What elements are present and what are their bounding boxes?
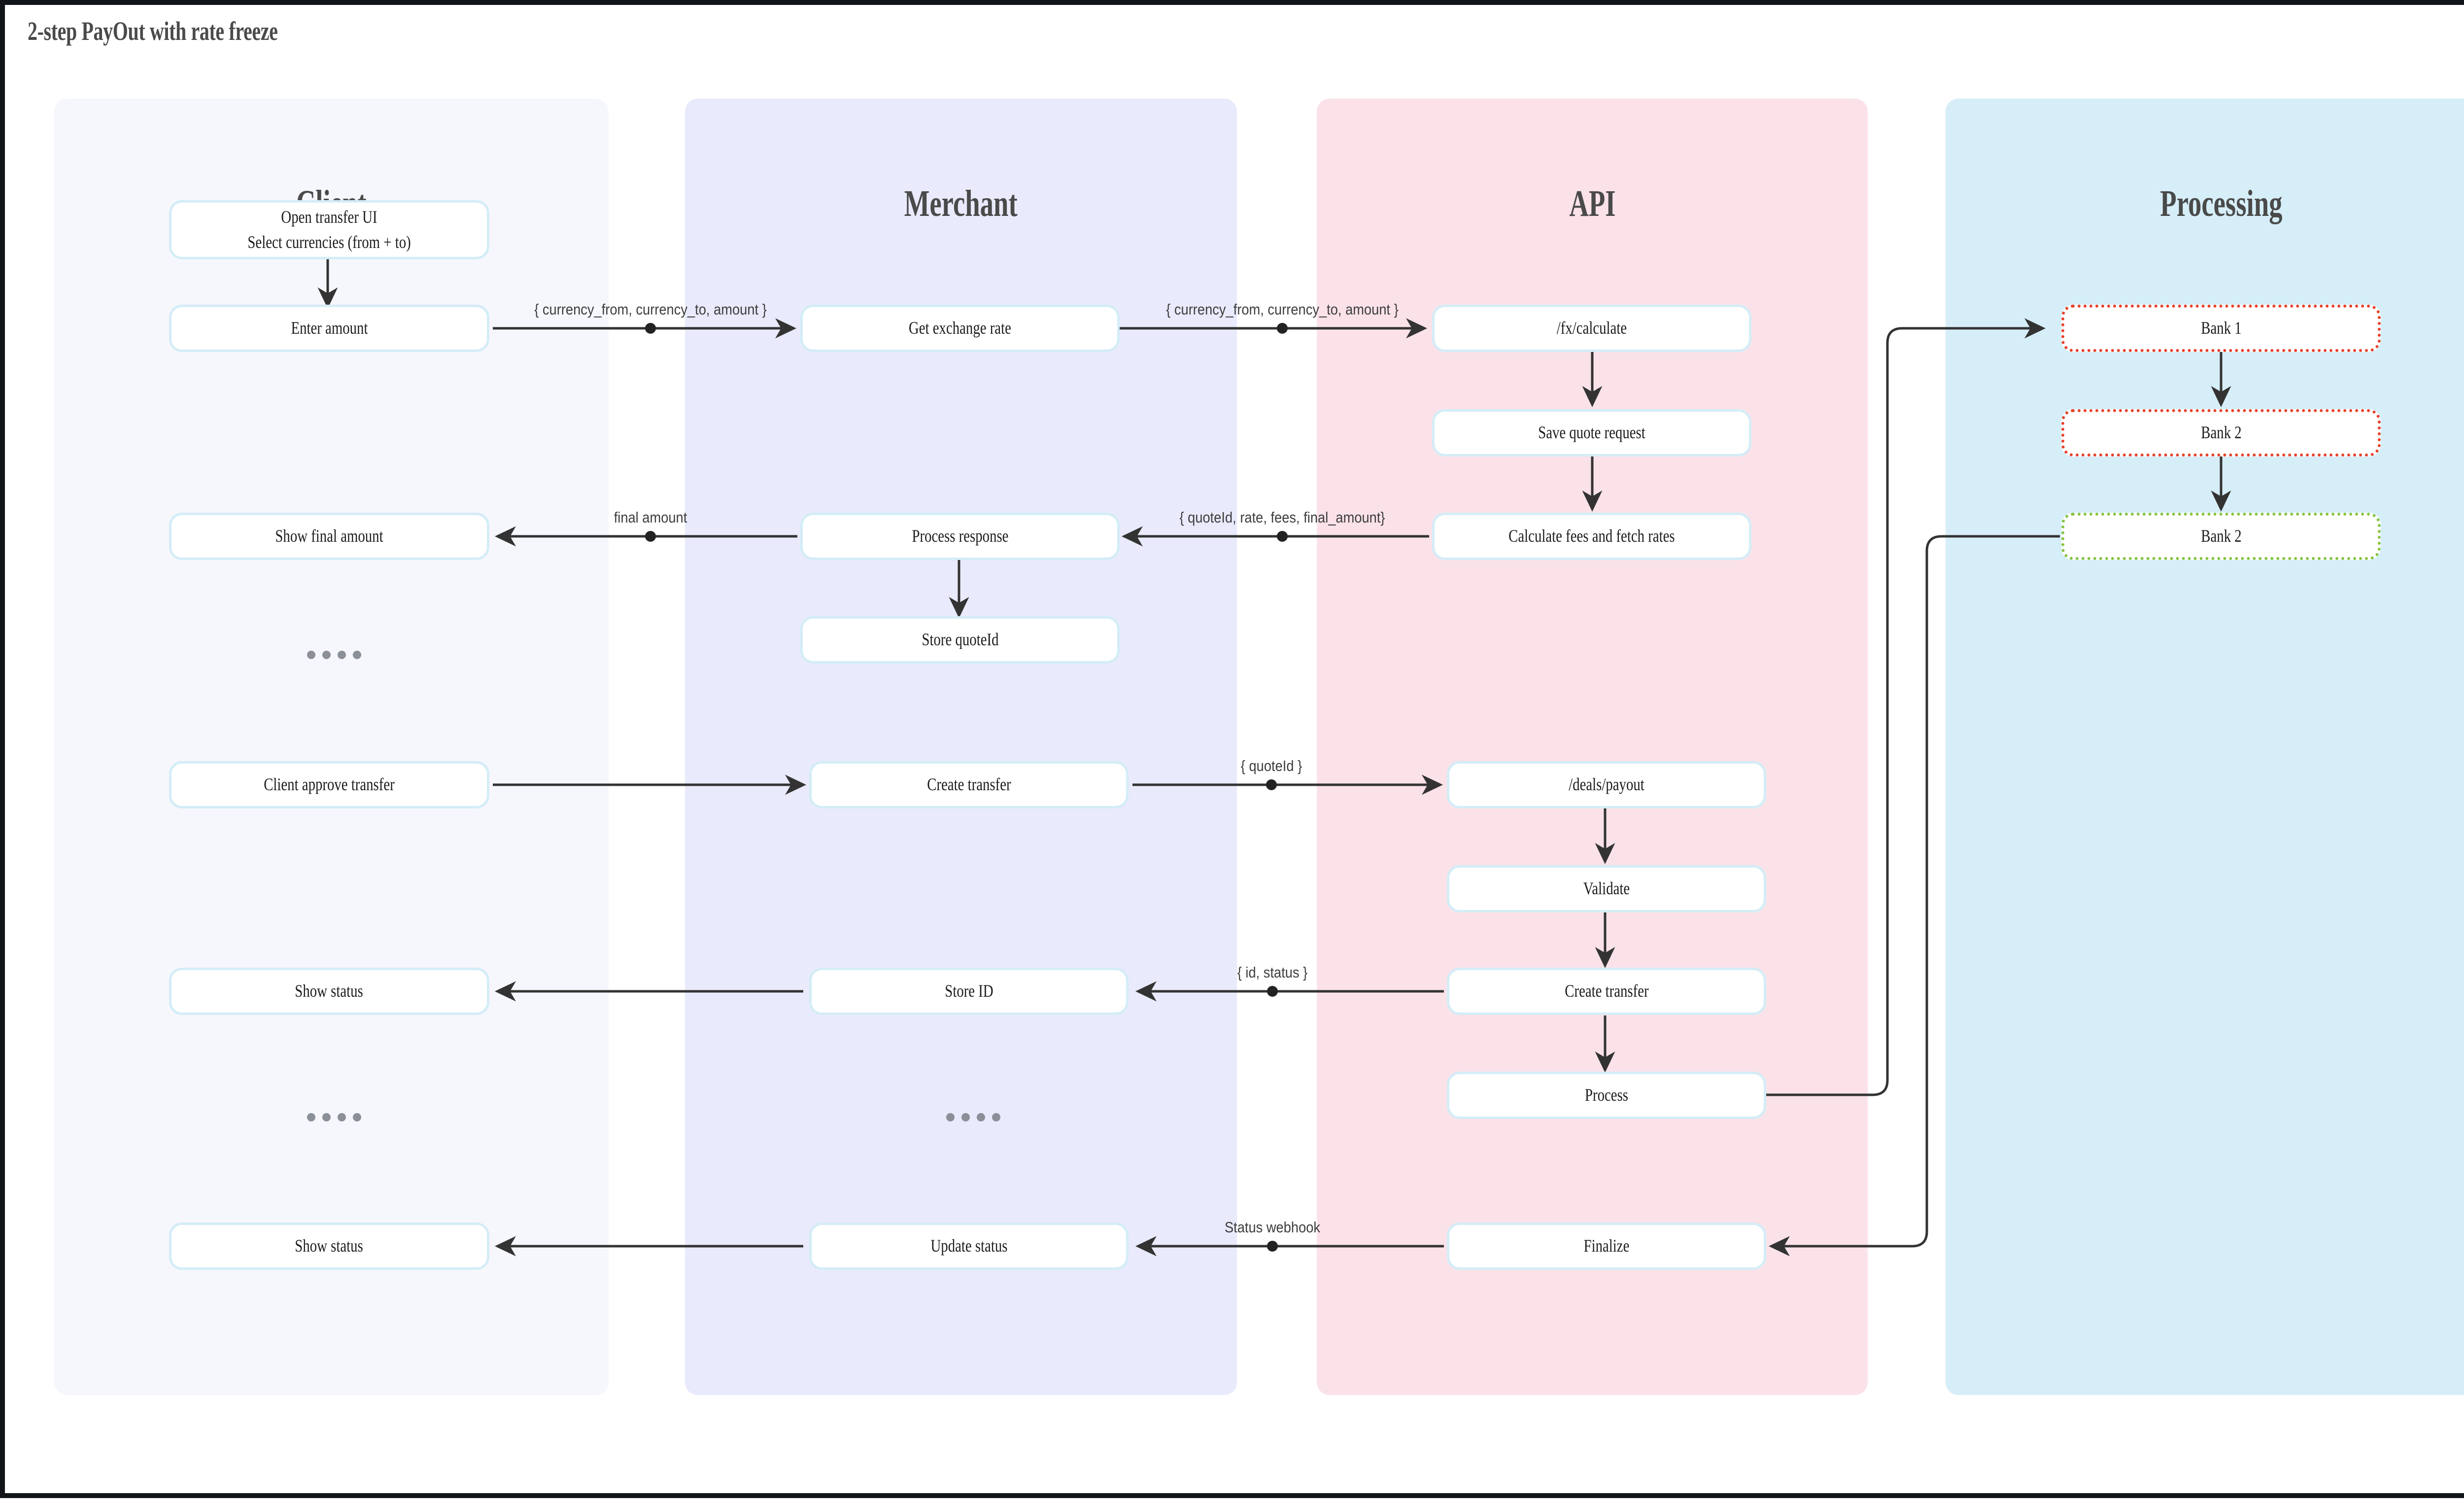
separator-merchant-1 [946, 1113, 1000, 1121]
node-process[interactable]: Process [1447, 1072, 1766, 1119]
node-line: Process [1585, 1085, 1628, 1105]
ellipsis-dot [307, 651, 315, 659]
lane-title-merchant: Merchant [904, 183, 1018, 224]
node-line: Bank 1 [2200, 318, 2242, 338]
node-bank-2-pending[interactable]: Bank 2 [2061, 409, 2381, 456]
page-title: 2-step PayOut with rate freeze [28, 16, 278, 46]
node-line: Create transfer [1564, 981, 1649, 1001]
edge-label-quote-response: { quoteId, rate, fees, final_amount} [1179, 509, 1385, 526]
ellipsis-dot [977, 1113, 985, 1121]
node-line: /deals/payout [1569, 774, 1644, 795]
node-line: Bank 2 [2200, 422, 2242, 443]
node-line: Create transfer [926, 774, 1011, 795]
node-line: Store ID [944, 981, 993, 1001]
node-enter-amount[interactable]: Enter amount [169, 305, 489, 352]
lane-title-api: API [1569, 183, 1616, 224]
node-save-quote-request[interactable]: Save quote request [1432, 409, 1751, 456]
ellipsis-dot [353, 651, 361, 659]
node-validate[interactable]: Validate [1447, 865, 1766, 912]
edge-label-status-webhook: Status webhook [1224, 1219, 1321, 1236]
node-line: Select currencies (from + to) [247, 232, 411, 252]
node-line: Bank 2 [2200, 526, 2242, 546]
node-line: /fx/calculate [1556, 318, 1627, 338]
lane-api: API [1317, 99, 1868, 1395]
edge-label-id-status: { id, status } [1237, 964, 1308, 981]
ellipsis-dot [307, 1113, 315, 1121]
node-update-status[interactable]: Update status [809, 1223, 1129, 1270]
node-line: Validate [1583, 878, 1630, 899]
node-line: Enter amount [291, 318, 368, 338]
separator-client-1 [307, 651, 361, 659]
node-line: Calculate fees and fetch rates [1508, 526, 1675, 546]
node-show-final-amount[interactable]: Show final amount [169, 513, 489, 560]
node-line: Store quoteId [922, 629, 998, 650]
ellipsis-dot [992, 1113, 1000, 1121]
node-deals-payout[interactable]: /deals/payout [1447, 761, 1766, 808]
node-calculate-fees-and-fetch-rates[interactable]: Calculate fees and fetch rates [1432, 513, 1751, 560]
edge-label-quote-request-2: { currency_from, currency_to, amount } [1166, 301, 1399, 318]
node-line: Process response [912, 526, 1008, 546]
ellipsis-dot [353, 1113, 361, 1121]
node-store-quoteid[interactable]: Store quoteId [800, 616, 1120, 664]
ellipsis-dot [338, 651, 346, 659]
node-line: Update status [930, 1236, 1007, 1256]
edge-label-quoteid: { quoteId } [1240, 757, 1302, 774]
node-line: Show final amount [275, 526, 383, 546]
node-finalize[interactable]: Finalize [1447, 1223, 1766, 1270]
node-show-status-2[interactable]: Show status [169, 1223, 489, 1270]
lane-client: Client [54, 99, 609, 1395]
edge-label-quote-request-1: { currency_from, currency_to, amount } [534, 301, 767, 318]
node-line: Client approve transfer [264, 774, 395, 795]
lane-title-processing: Processing [2159, 183, 2283, 224]
node-open-transfer-ui[interactable]: Open transfer UI Select currencies (from… [169, 200, 489, 259]
node-process-response[interactable]: Process response [800, 513, 1120, 560]
ellipsis-dot [338, 1113, 346, 1121]
node-get-exchange-rate[interactable]: Get exchange rate [800, 305, 1120, 352]
ellipsis-dot [322, 1113, 331, 1121]
edge-label-final-amount: final amount [614, 509, 687, 526]
node-line: Open transfer UI [281, 207, 377, 227]
node-line: Show status [295, 981, 364, 1001]
separator-client-2 [307, 1113, 361, 1121]
node-create-transfer-api[interactable]: Create transfer [1447, 968, 1766, 1015]
lane-merchant: Merchant [685, 99, 1237, 1395]
node-client-approve-transfer[interactable]: Client approve transfer [169, 761, 489, 808]
node-line: Save quote request [1538, 422, 1645, 443]
ellipsis-dot [961, 1113, 970, 1121]
node-line: Finalize [1583, 1236, 1630, 1256]
ellipsis-dot [946, 1113, 955, 1121]
ellipsis-dot [322, 651, 331, 659]
node-store-id[interactable]: Store ID [809, 968, 1129, 1015]
lane-processing: Processing [1946, 99, 2464, 1395]
node-fx-calculate[interactable]: /fx/calculate [1432, 305, 1751, 352]
node-bank-2-success[interactable]: Bank 2 [2061, 513, 2381, 560]
node-line: Show status [295, 1236, 364, 1256]
node-show-status-1[interactable]: Show status [169, 968, 489, 1015]
node-create-transfer-merchant[interactable]: Create transfer [809, 761, 1129, 808]
node-line: Get exchange rate [909, 318, 1011, 338]
node-bank-1[interactable]: Bank 1 [2061, 305, 2381, 352]
